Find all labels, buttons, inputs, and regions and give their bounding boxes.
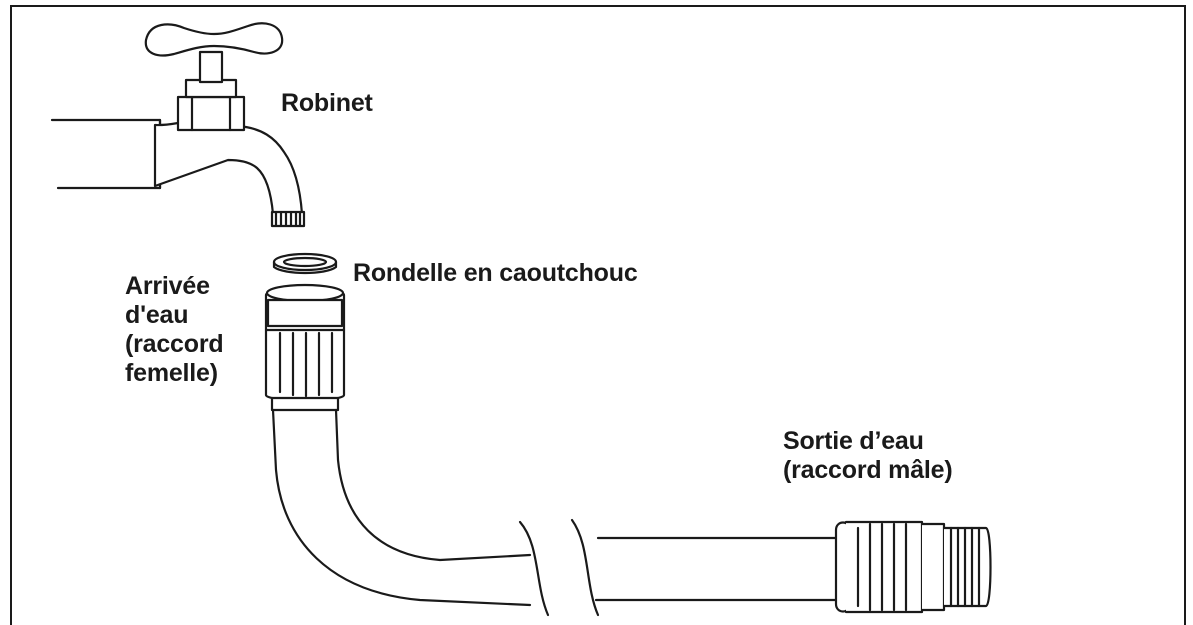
faucet-illustration bbox=[50, 22, 306, 228]
water-outlet-label: Sortie d’eau (raccord mâle) bbox=[783, 427, 953, 485]
water-inlet-label-line: femelle) bbox=[125, 359, 218, 387]
female-coupling-illustration bbox=[264, 283, 346, 412]
water-inlet-label-line: Arrivée bbox=[125, 272, 210, 300]
water-outlet-label-line: (raccord mâle) bbox=[783, 456, 953, 484]
hose-illustration bbox=[271, 408, 838, 617]
faucet-label-text: Robinet bbox=[281, 89, 373, 117]
rubber-washer-illustration bbox=[272, 252, 338, 275]
faucet-label: Robinet bbox=[281, 89, 373, 118]
water-inlet-label-line: d'eau bbox=[125, 301, 189, 329]
water-inlet-label: Arrivée d'eau (raccord femelle) bbox=[125, 272, 224, 388]
rubber-washer-label: Rondelle en caoutchouc bbox=[353, 259, 638, 288]
rubber-washer-label-text: Rondelle en caoutchouc bbox=[353, 259, 638, 287]
water-outlet-label-line: Sortie d’eau bbox=[783, 427, 924, 455]
water-inlet-label-line: (raccord bbox=[125, 330, 224, 358]
male-coupling-illustration bbox=[834, 520, 992, 614]
